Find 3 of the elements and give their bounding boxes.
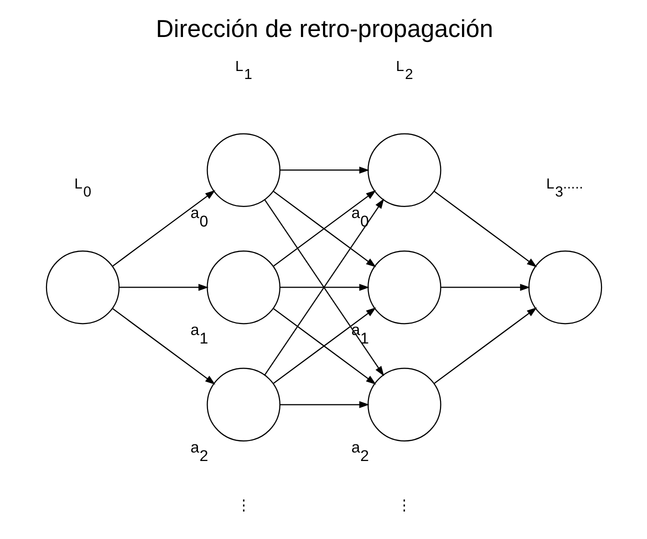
label: ⋮	[396, 498, 412, 514]
diagram-title: Dirección de retro-propagación	[155, 16, 493, 43]
label: ⋮	[236, 498, 251, 514]
